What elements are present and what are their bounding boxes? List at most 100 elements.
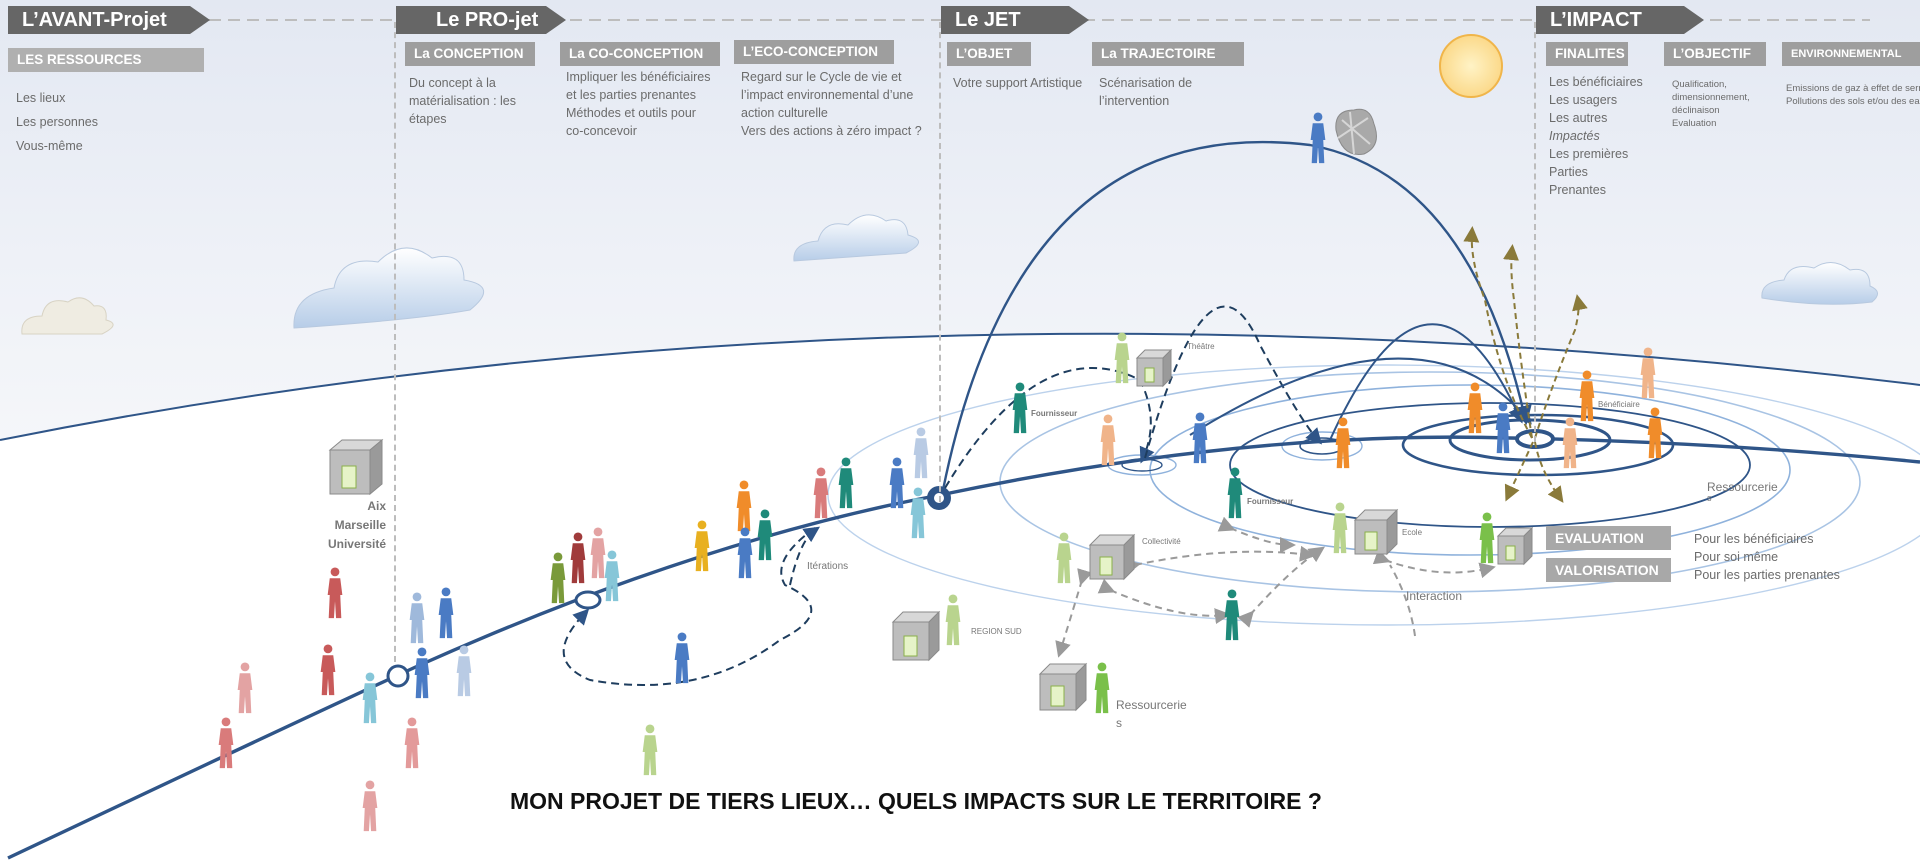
person-figure-icon [910,487,926,539]
building-icon [1496,526,1534,566]
person-figure-icon [237,662,253,714]
person-figure-icon [1114,332,1130,384]
person-figure-icon [1495,402,1511,454]
cloud-icon [793,214,919,262]
person-figure-icon [1094,662,1110,714]
person-figure-icon [694,520,710,572]
person-figure-icon [838,457,854,509]
label-beneficiaire: Bénéficiaire [1598,400,1640,409]
person-figure-icon [590,527,606,579]
building-icon [1088,533,1136,581]
person-figure-icon [889,457,905,509]
building-icon [1353,508,1399,556]
person-figure-icon [1012,382,1028,434]
person-figure-icon [642,724,658,776]
tag-eco-conception: L’ECO-CONCEPTION [734,40,894,64]
person-figure-icon [409,592,425,644]
horizon-line [0,332,1920,441]
phase-separator [939,22,941,502]
label-theatre: Théâtre [1187,342,1215,351]
trajectory-node [386,664,410,688]
person-figure-icon [362,780,378,832]
label-ecole: Ecole [1402,528,1423,537]
phase-separator [1534,22,1536,442]
person-figure-icon [550,552,566,604]
person-figure-icon [1335,417,1351,469]
person-figure-icon [1100,414,1116,466]
valorisation-badge: VALORISATION [1546,558,1671,582]
person-figure-icon [362,672,378,724]
tag-objet: L’OBJET [947,42,1031,66]
label-collectivite: Collectivité [1142,537,1181,546]
person-figure-icon [674,632,690,684]
person-figure-icon [456,645,472,697]
person-figure-icon [1224,589,1240,641]
tag-trajectoire: La TRAJECTOIRE [1092,42,1244,66]
globe-object-icon [1335,108,1377,155]
main-title: MON PROJET DE TIERS LIEUX… QUELS IMPACTS… [510,788,1322,814]
phase-pro-jet: Le PRO-jet [396,6,566,34]
iteration-loop-arrow [562,527,816,686]
person-figure-icon [1227,467,1243,519]
dashed-arc-arrow [1144,305,1323,459]
person-figure-icon [604,550,620,602]
label-iterations: Itérations [807,561,849,572]
building-icon [1135,348,1173,388]
person-figure-icon [438,587,454,639]
phase-separator [394,22,396,662]
cloud-icon [293,247,484,329]
person-figure-icon [813,467,829,519]
person-figure-icon [1056,532,1072,584]
person-figure-icon [737,527,753,579]
person-figure-icon [1647,407,1663,459]
building-icon [328,438,384,496]
label-fournisseur: Fournisseur [1247,497,1294,506]
tag-conception: La CONCEPTION [405,42,535,66]
cloud-icon [1761,262,1878,305]
person-figure-icon [1332,502,1348,554]
person-figure-icon [757,509,773,561]
person-figure-icon [1467,382,1483,434]
tag-environnemental: ENVIRONNEMENTAL [1782,42,1920,66]
person-figure-icon [404,717,420,769]
arc-arrow [1329,323,1524,441]
person-figure-icon [913,427,929,479]
objet-text: Votre support Artistique [953,76,1083,90]
phase-impact: L’IMPACT [1536,6,1704,34]
orbit-ring-outer [827,364,1920,626]
person-figure-icon [1562,417,1578,469]
person-figure-icon [1310,112,1326,164]
evaluation-badge: EVALUATION [1546,526,1671,550]
person-figure-icon [736,480,752,532]
dashed-arc-arrow [944,366,1155,489]
impact-arrow [1463,226,1533,439]
launch-arc-arrow [941,140,1532,491]
cloud-icon [21,297,114,335]
tag-finalites: FINALITES [1546,42,1628,66]
trajectory-node [574,590,602,610]
label-region-sud: REGION SUD [971,627,1022,636]
objectif-text: Qualification,dimensionnement,déclinaiso… [1672,79,1750,129]
person-figure-icon [414,647,430,699]
person-figure-icon [1579,370,1595,422]
phase-le-jet: Le JET [941,6,1089,34]
person-figure-icon [218,717,234,769]
phase-avant-projet: L’AVANT-Projet [8,6,210,34]
person-figure-icon [327,567,343,619]
tag-ressources: LES RESSOURCES [8,48,204,72]
person-figure-icon [320,644,336,696]
person-figure-icon [1640,347,1656,399]
person-figure-icon [1192,412,1208,464]
building-icon [1038,662,1088,712]
